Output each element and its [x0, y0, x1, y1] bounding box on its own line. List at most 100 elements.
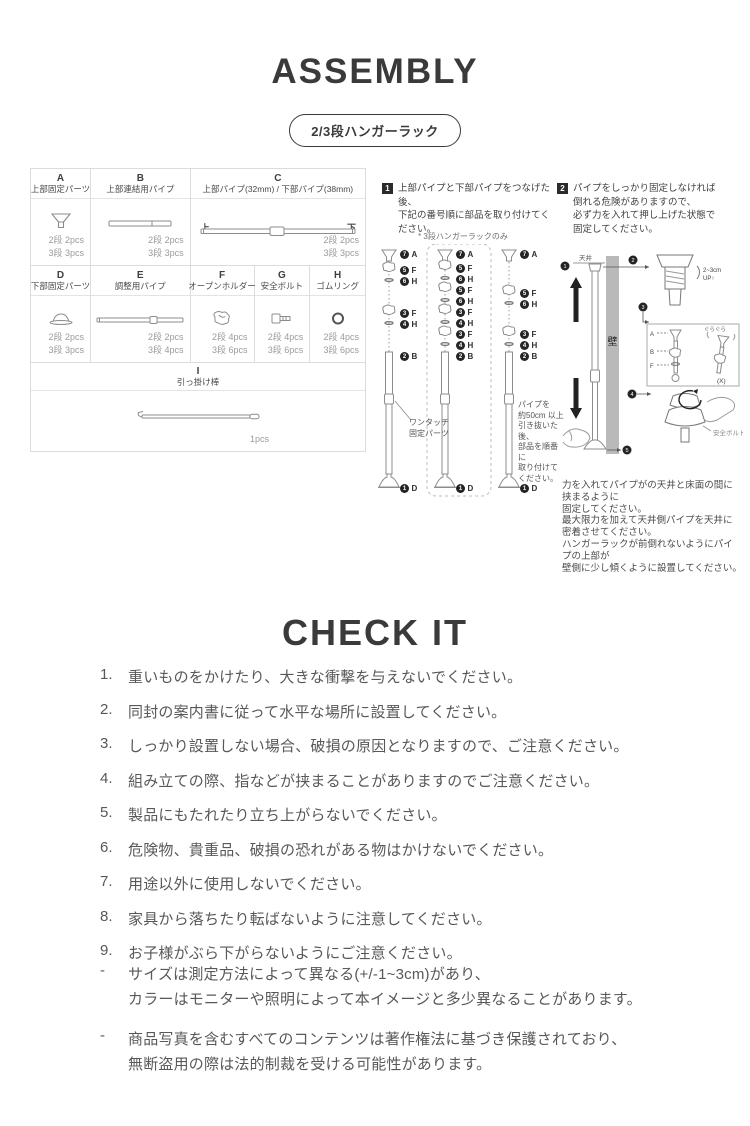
wobble-label: ぐらぐら: [704, 326, 726, 333]
pole-assembly-diagram: [378, 244, 521, 497]
pipe-bottom-label: 下: [346, 223, 356, 233]
part-letter: A: [467, 249, 474, 259]
item-text: 組み立ての際、指などが挟まることがありますのでご注意ください。: [128, 772, 600, 790]
up-gap-note: 2~3cm: [703, 268, 721, 274]
item-number: 7.: [100, 873, 113, 890]
part-code: A: [56, 172, 65, 184]
item-number: 4.: [100, 769, 113, 787]
ceiling-label: 天井: [579, 253, 593, 262]
part-letter: H: [467, 340, 474, 350]
step-order-badge: 5: [456, 264, 465, 273]
svg-text:2: 2: [631, 258, 634, 264]
dash-mark: -: [100, 962, 105, 979]
step-order-badge: 2: [520, 352, 529, 361]
step-order-badge: 7: [456, 250, 465, 259]
dash-mark: -: [100, 1027, 105, 1044]
part-letter: H: [467, 274, 474, 284]
part-letter: F: [411, 265, 417, 275]
part-name: オープンホルダー: [188, 280, 256, 291]
onetouch-part-label: ワンタッチ固定パーツ: [409, 418, 449, 438]
part-letter: B: [467, 351, 474, 361]
marker-4: 4: [627, 389, 637, 399]
item-number: 3.: [100, 735, 113, 752]
part-letter: H: [411, 319, 418, 329]
caution-item: 4. 組み立ての際、指などが挟まることがありますのでご注意ください。: [100, 770, 690, 791]
open-holder-icon: [211, 310, 233, 332]
upper-fixing-part-icon: [49, 213, 73, 236]
part-name: 上部連結用パイプ: [106, 183, 175, 194]
step1-text-line1: 上部パイプと下部パイプをつなげた後、: [398, 183, 551, 208]
svg-text:1: 1: [563, 264, 566, 270]
caution-item: 2.同封の案内書に従って水平な場所に設置してください。: [100, 701, 690, 722]
marker-1: 1: [560, 261, 570, 271]
step-order-badge: 4: [520, 341, 529, 350]
product-badge: 2/3段ハンガーラック: [289, 114, 461, 147]
up-direction-note: UP↑: [703, 276, 714, 282]
up-arrow: [570, 277, 582, 322]
caution-item: 3.しっかり設置しない場合、破損の原因となりますので、ご注意ください。: [100, 735, 690, 756]
item-number: 9.: [100, 942, 113, 959]
part-letter: H: [467, 296, 474, 306]
upper-connecting-pipe-icon: [108, 215, 172, 233]
part-code: B: [136, 172, 144, 184]
part-letter: H: [531, 299, 538, 309]
part-name: 引っ掛け棒: [176, 376, 220, 387]
part-code: D: [56, 269, 65, 281]
item-number: 8.: [100, 907, 113, 925]
hook-rod-icon: [134, 409, 262, 427]
part-letter: H: [531, 340, 538, 350]
step1-number-badge: 1: [382, 183, 393, 194]
check-it-title: CHECK IT: [282, 612, 468, 653]
item-text: お子様がぶら下がらないようにご注意ください。: [128, 945, 462, 962]
step-order-badge: 7: [400, 250, 409, 259]
part-name: 調整用パイプ: [114, 280, 166, 291]
part-letter: H: [467, 318, 474, 328]
item-number: 5.: [100, 804, 113, 821]
part-code: G: [278, 269, 286, 281]
item-number: 6.: [100, 838, 113, 856]
step2-text-line4: 固定してください。: [573, 223, 658, 235]
lower-fixing-part-icon: [48, 311, 74, 331]
caution-item: 6.危険物、貴重品、破損の恐れがある物はかけないでください。: [100, 839, 690, 860]
part-letter: F: [531, 288, 537, 298]
step2-text-line3: 必ず力を入れて押し上げた状態で: [573, 210, 716, 221]
step-order-badge: 1: [520, 484, 529, 493]
step2-number-badge: 2: [557, 183, 568, 194]
marker-3: 3: [638, 302, 648, 312]
pipe-pullout-note: パイプを約50cm 以上引き抜いた後、部品を順番に取り付けてください。: [518, 400, 564, 483]
part-letter: F: [531, 329, 537, 339]
caution-item: 1.重いものをかけたり、大きな衝撃を与えないでください。: [100, 666, 690, 687]
part-name: 安全ボルト: [260, 280, 304, 291]
part-code: E: [136, 269, 144, 281]
marker-5: 5: [622, 445, 632, 455]
caution-item: 5.製品にもたれたり立ち上がらないでください。: [100, 804, 690, 825]
caution-list: 1.重いものをかけたり、大きな衝撃を与えないでください。 2.同封の案内書に従っ…: [100, 666, 690, 977]
part-letter: B: [531, 351, 538, 361]
step-order-badge: 6: [520, 300, 529, 309]
step2-instruction: 2 パイプをしっかり固定しなければ 倒れる危険がありますので、 必ず力を入れて押…: [557, 182, 739, 236]
item-number: 2.: [100, 700, 113, 718]
part-letter: H: [411, 276, 418, 286]
part-name: 上部パイプ(32mm) / 下部パイプ(38mm): [202, 183, 354, 194]
